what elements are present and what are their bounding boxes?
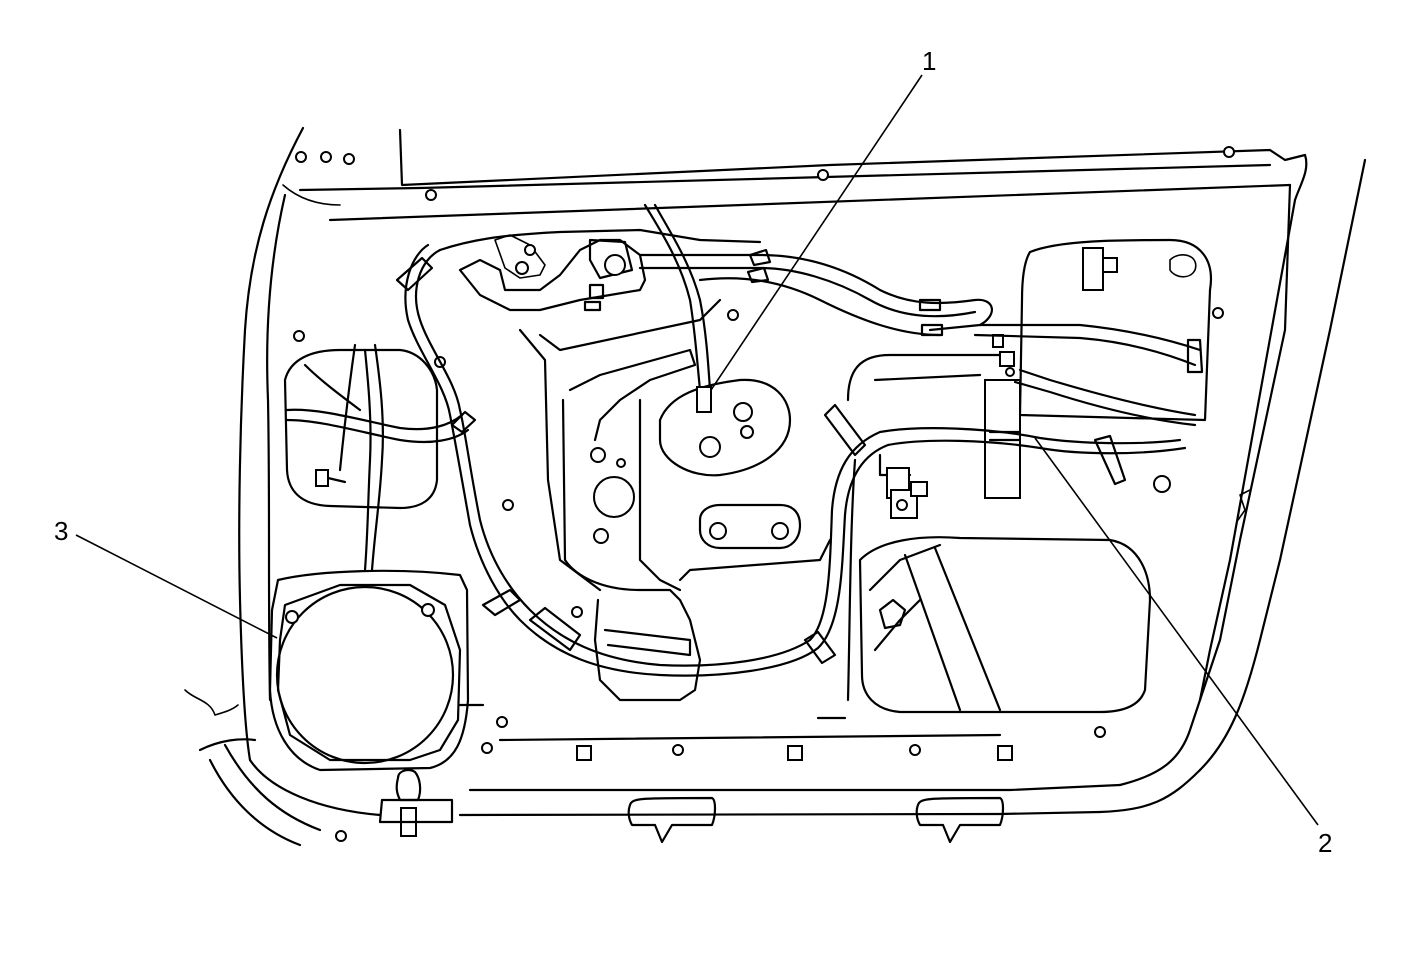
callout-2: 2 — [1318, 828, 1332, 858]
bottom-clips — [378, 768, 1005, 844]
leader-3 — [75, 534, 278, 639]
leader-1 — [710, 74, 923, 391]
leader-2 — [1034, 437, 1319, 826]
speaker — [268, 569, 485, 772]
callout-leaders — [75, 74, 1319, 826]
callout-3: 3 — [54, 516, 68, 546]
callout-1: 1 — [922, 46, 936, 76]
callout-labels: 1 2 3 — [54, 46, 1332, 858]
inner-panel — [283, 228, 1213, 720]
door-frame — [184, 126, 1367, 847]
wiring-harness — [285, 203, 1204, 677]
fastener-holes — [293, 146, 1235, 842]
